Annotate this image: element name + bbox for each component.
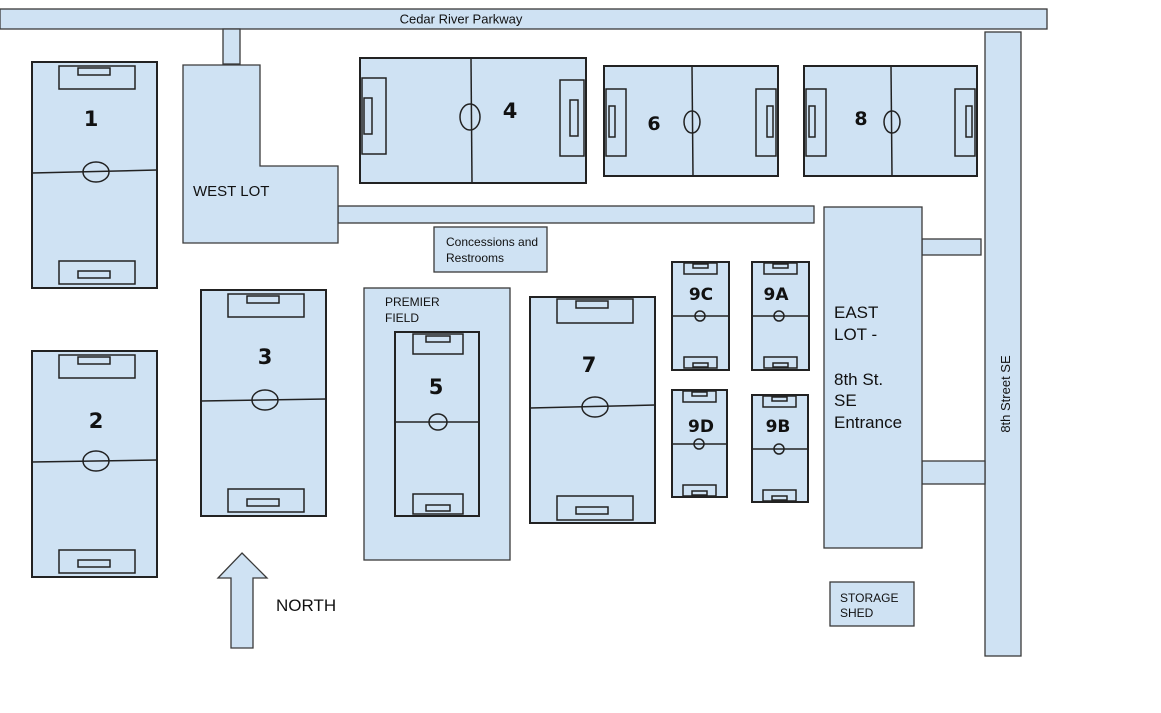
east-lot-label: EAST LOT - 8th St. SE Entrance — [834, 303, 902, 432]
east-lot-line-5: SE — [834, 391, 857, 410]
east-lot — [823, 206, 923, 549]
east-lot-line-6: Entrance — [834, 413, 902, 432]
premier-field-line-1: PREMIER — [385, 295, 440, 309]
north-entrance-drive — [921, 238, 982, 256]
storage-line-1: STORAGE — [840, 591, 898, 605]
field-9d — [671, 389, 728, 498]
field-2 — [31, 350, 158, 578]
concessions-line-1: Concessions and — [446, 235, 538, 249]
east-lot-line-4: 8th St. — [834, 370, 883, 389]
concessions-line-2: Restrooms — [446, 251, 504, 265]
field-9c — [671, 261, 730, 371]
field-5 — [394, 331, 480, 517]
concessions-label: Concessions and Restrooms — [446, 235, 541, 265]
field-5-number: 5 — [429, 375, 444, 399]
field-9b — [751, 394, 809, 503]
east-lot-line-1: EAST — [834, 303, 878, 322]
field-8-number: 8 — [854, 108, 867, 130]
storage-shed — [829, 581, 915, 627]
field-6 — [603, 65, 779, 177]
field-3-number: 3 — [258, 345, 273, 369]
premier-field-line-2: FIELD — [385, 311, 419, 325]
cedar-river-parkway-label: Cedar River Parkway — [400, 11, 523, 26]
field-9c-number: 9C — [689, 285, 713, 305]
field-3 — [200, 289, 327, 517]
field-9a — [751, 261, 810, 371]
access-road — [337, 205, 815, 224]
field-7 — [529, 296, 656, 524]
concessions-building — [433, 226, 548, 273]
field-1 — [31, 61, 158, 289]
north-arrow-icon — [216, 552, 269, 649]
west-lot — [182, 64, 339, 244]
field-4-number: 4 — [503, 99, 518, 123]
west-lot-label: WEST LOT — [193, 183, 269, 200]
west-lot-driveway — [222, 28, 241, 65]
field-6-number: 6 — [647, 113, 660, 135]
north-label: NORTH — [276, 596, 336, 615]
field-8 — [803, 65, 978, 177]
field-9b-number: 9B — [766, 417, 791, 437]
field-7-number: 7 — [582, 353, 597, 377]
field-2-number: 2 — [89, 409, 104, 433]
8th-street-road — [984, 31, 1022, 657]
cedar-river-parkway-road — [0, 8, 1048, 30]
storage-line-2: SHED — [840, 606, 874, 620]
field-9d-number: 9D — [688, 417, 714, 437]
storage-shed-label: STORAGE SHED — [840, 591, 902, 620]
8th-street-label: 8th Street SE — [998, 355, 1013, 433]
field-9a-number: 9A — [764, 285, 790, 305]
east-lot-line-2: LOT - — [834, 325, 877, 344]
south-entrance-drive — [921, 460, 986, 485]
premier-field-label: PREMIER FIELD — [385, 295, 443, 325]
field-4 — [359, 57, 587, 184]
field-1-number: 1 — [84, 107, 99, 131]
